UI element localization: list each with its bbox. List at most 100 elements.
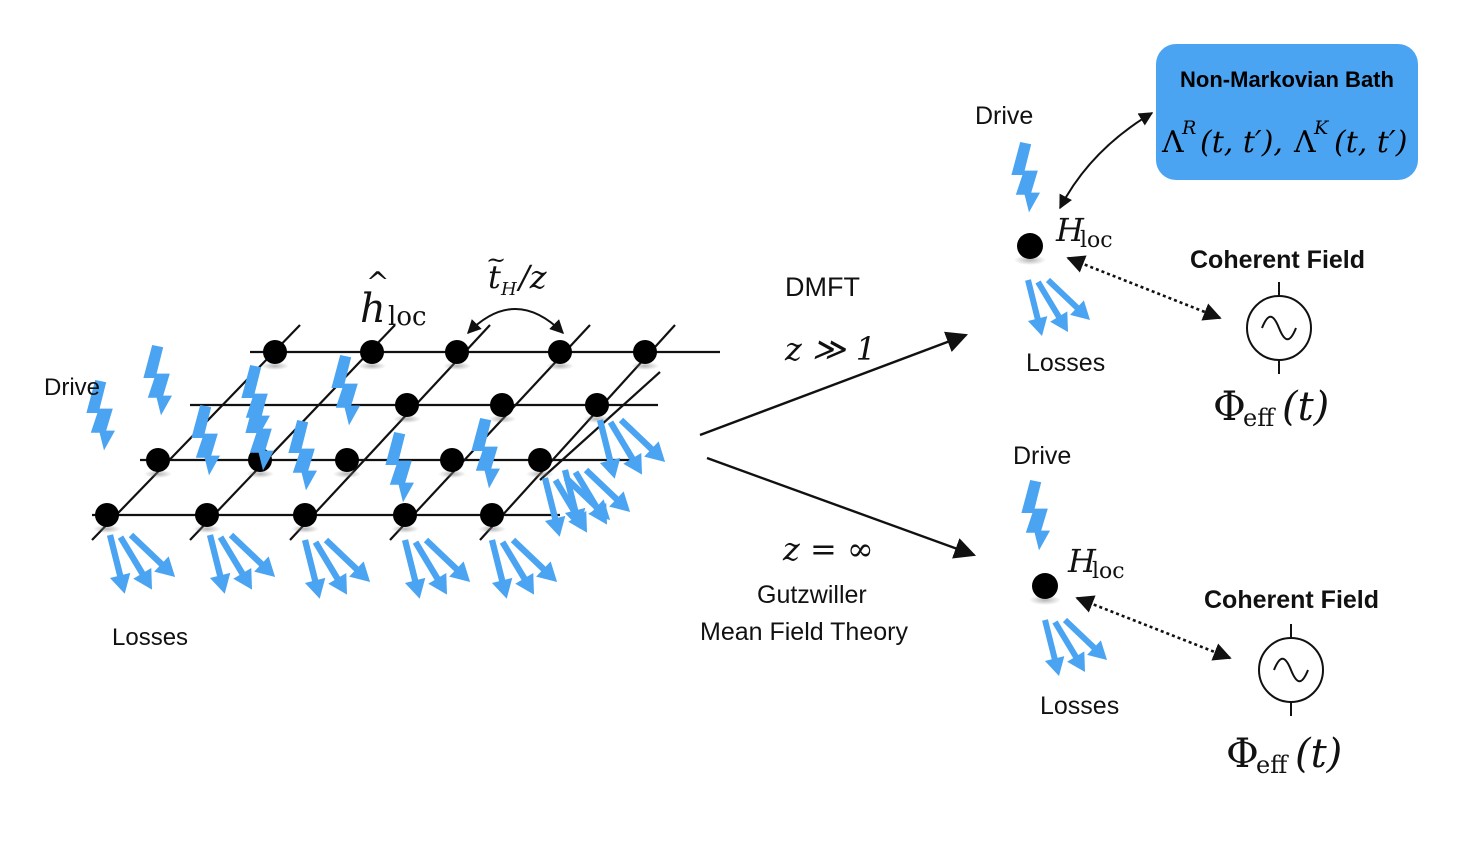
lattice-site (440, 448, 464, 472)
lattice-site-shadow (393, 415, 421, 423)
lattice-site-shadow (443, 362, 471, 370)
loss-arrow-shaft (117, 535, 150, 582)
lattice-site (146, 448, 170, 472)
loss-arrow-head (536, 561, 558, 582)
loss-arrow-head (404, 577, 426, 599)
lattice-site-shadow (526, 470, 554, 478)
loss-arrow-head (623, 452, 642, 475)
gutzwiller-condition: z = ∞ (782, 530, 874, 568)
lattice-sites (93, 340, 659, 533)
lattice-drive-bolt (191, 405, 220, 476)
lattice-drive-bolt (288, 420, 317, 491)
svg-text:/z: /z (516, 258, 548, 296)
hopping-label: ~ t H /z (486, 246, 548, 300)
gutzwiller-bolt-shape (1021, 480, 1050, 551)
lattice-drive-bolt (245, 400, 274, 471)
lattice-site (395, 393, 419, 417)
lattice-site-shadow (261, 362, 289, 370)
loss-arrow-shaft (1042, 619, 1060, 667)
loss-arrow-head (588, 502, 607, 525)
loss-arrow-shaft (423, 537, 465, 577)
loss-arrow-shaft (401, 539, 421, 589)
dmft-sine-icon (1261, 315, 1297, 341)
loss-arrow-shaft (412, 540, 445, 587)
svg-text:Λ: Λ (1293, 125, 1316, 160)
loss-arrow-shaft (106, 534, 126, 584)
lattice-site (195, 503, 219, 527)
gutzwiller-drive-label: Drive (1013, 442, 1071, 470)
loss-arrow-head (428, 572, 447, 595)
loss-arrow-head (564, 507, 586, 529)
loss-arrow-head (1044, 656, 1065, 676)
loss-arrow-head (233, 567, 252, 590)
svg-text:(t): (t) (1295, 731, 1342, 777)
lattice-site (633, 340, 657, 364)
lattice-loss-group (561, 467, 631, 529)
svg-text:h: h (360, 286, 386, 332)
dmft-condition: z ≫ 1 (784, 330, 876, 368)
svg-text:eff: eff (1256, 751, 1289, 779)
dmft-loss-group (1025, 277, 1090, 336)
loss-arrow-head (328, 572, 347, 595)
loss-arrow-shaft (217, 535, 250, 582)
gutzwiller-sine-icon (1273, 657, 1309, 683)
dmft-loss-arrows (1025, 277, 1090, 336)
lattice-site-shadow (291, 525, 319, 533)
loss-arrow-shaft (228, 532, 270, 572)
lattice-loss-arrows (106, 417, 666, 599)
lattice-site (335, 448, 359, 472)
lattice-site (393, 503, 417, 527)
lattice-site-shadow (333, 470, 361, 478)
gutzwiller-loss-arrows (1042, 617, 1107, 676)
lattice-site (293, 503, 317, 527)
lattice-drive-bolts (86, 345, 500, 503)
lattice-drive-bolt (143, 345, 172, 416)
gutzwiller-phi-label: Φ eff (t) (1226, 731, 1342, 779)
svg-text:H: H (1055, 211, 1085, 249)
lattice-site-shadow (478, 525, 506, 533)
gutzwiller-field-title: Coherent Field (1204, 586, 1379, 614)
svg-text:Λ: Λ (1161, 125, 1184, 160)
dmft-bolt-shape (1011, 142, 1040, 213)
svg-text:~: ~ (486, 246, 506, 274)
loss-arrow-head (209, 572, 231, 594)
gutzwiller-site-shadow (1029, 595, 1061, 605)
lattice-site-shadow (583, 415, 611, 423)
lattice-site (490, 393, 514, 417)
loss-arrow-shaft (1035, 280, 1066, 325)
lattice-site-shadow (488, 415, 516, 423)
loss-arrow-head (599, 457, 621, 479)
bath-box (1156, 44, 1418, 180)
gutzwiller-loss-group (1042, 617, 1107, 676)
lattice-site-shadow (546, 362, 574, 370)
dmft-site (1017, 233, 1043, 259)
lattice-loss-group (106, 532, 176, 594)
svg-text:H: H (1067, 542, 1097, 580)
loss-arrow-shaft (510, 537, 552, 577)
loss-arrow-head (1050, 311, 1068, 332)
lattice-site-shadow (144, 470, 172, 478)
dmft-drive-label: Drive (975, 102, 1033, 130)
dmft-site-shadow (1014, 255, 1046, 265)
loss-arrow-head (609, 491, 631, 512)
lattice-site (548, 340, 572, 364)
loss-arrow-shaft (583, 467, 625, 507)
svg-text:t: t (488, 258, 501, 296)
gutzwiller-drive-bolt (1021, 480, 1050, 551)
loss-arrow-shaft (206, 534, 226, 584)
loss-arrow-head (491, 577, 513, 599)
loss-arrow-head (154, 556, 176, 577)
bath-coupling-arrow (1059, 112, 1154, 210)
loss-arrow-shaft (618, 417, 660, 457)
lattice-site-shadow (93, 525, 121, 533)
svg-text:loc: loc (388, 302, 427, 332)
lattice-drive-label: Drive (44, 374, 100, 401)
dmft-field-title: Coherent Field (1190, 246, 1365, 274)
lattice-site (360, 340, 384, 364)
loss-arrow-shaft (572, 470, 605, 517)
lattice-loss-group (301, 537, 371, 599)
dmft-label: DMFT (785, 272, 860, 302)
lattice-loss-group (206, 532, 276, 594)
loss-arrow-head (304, 577, 326, 599)
